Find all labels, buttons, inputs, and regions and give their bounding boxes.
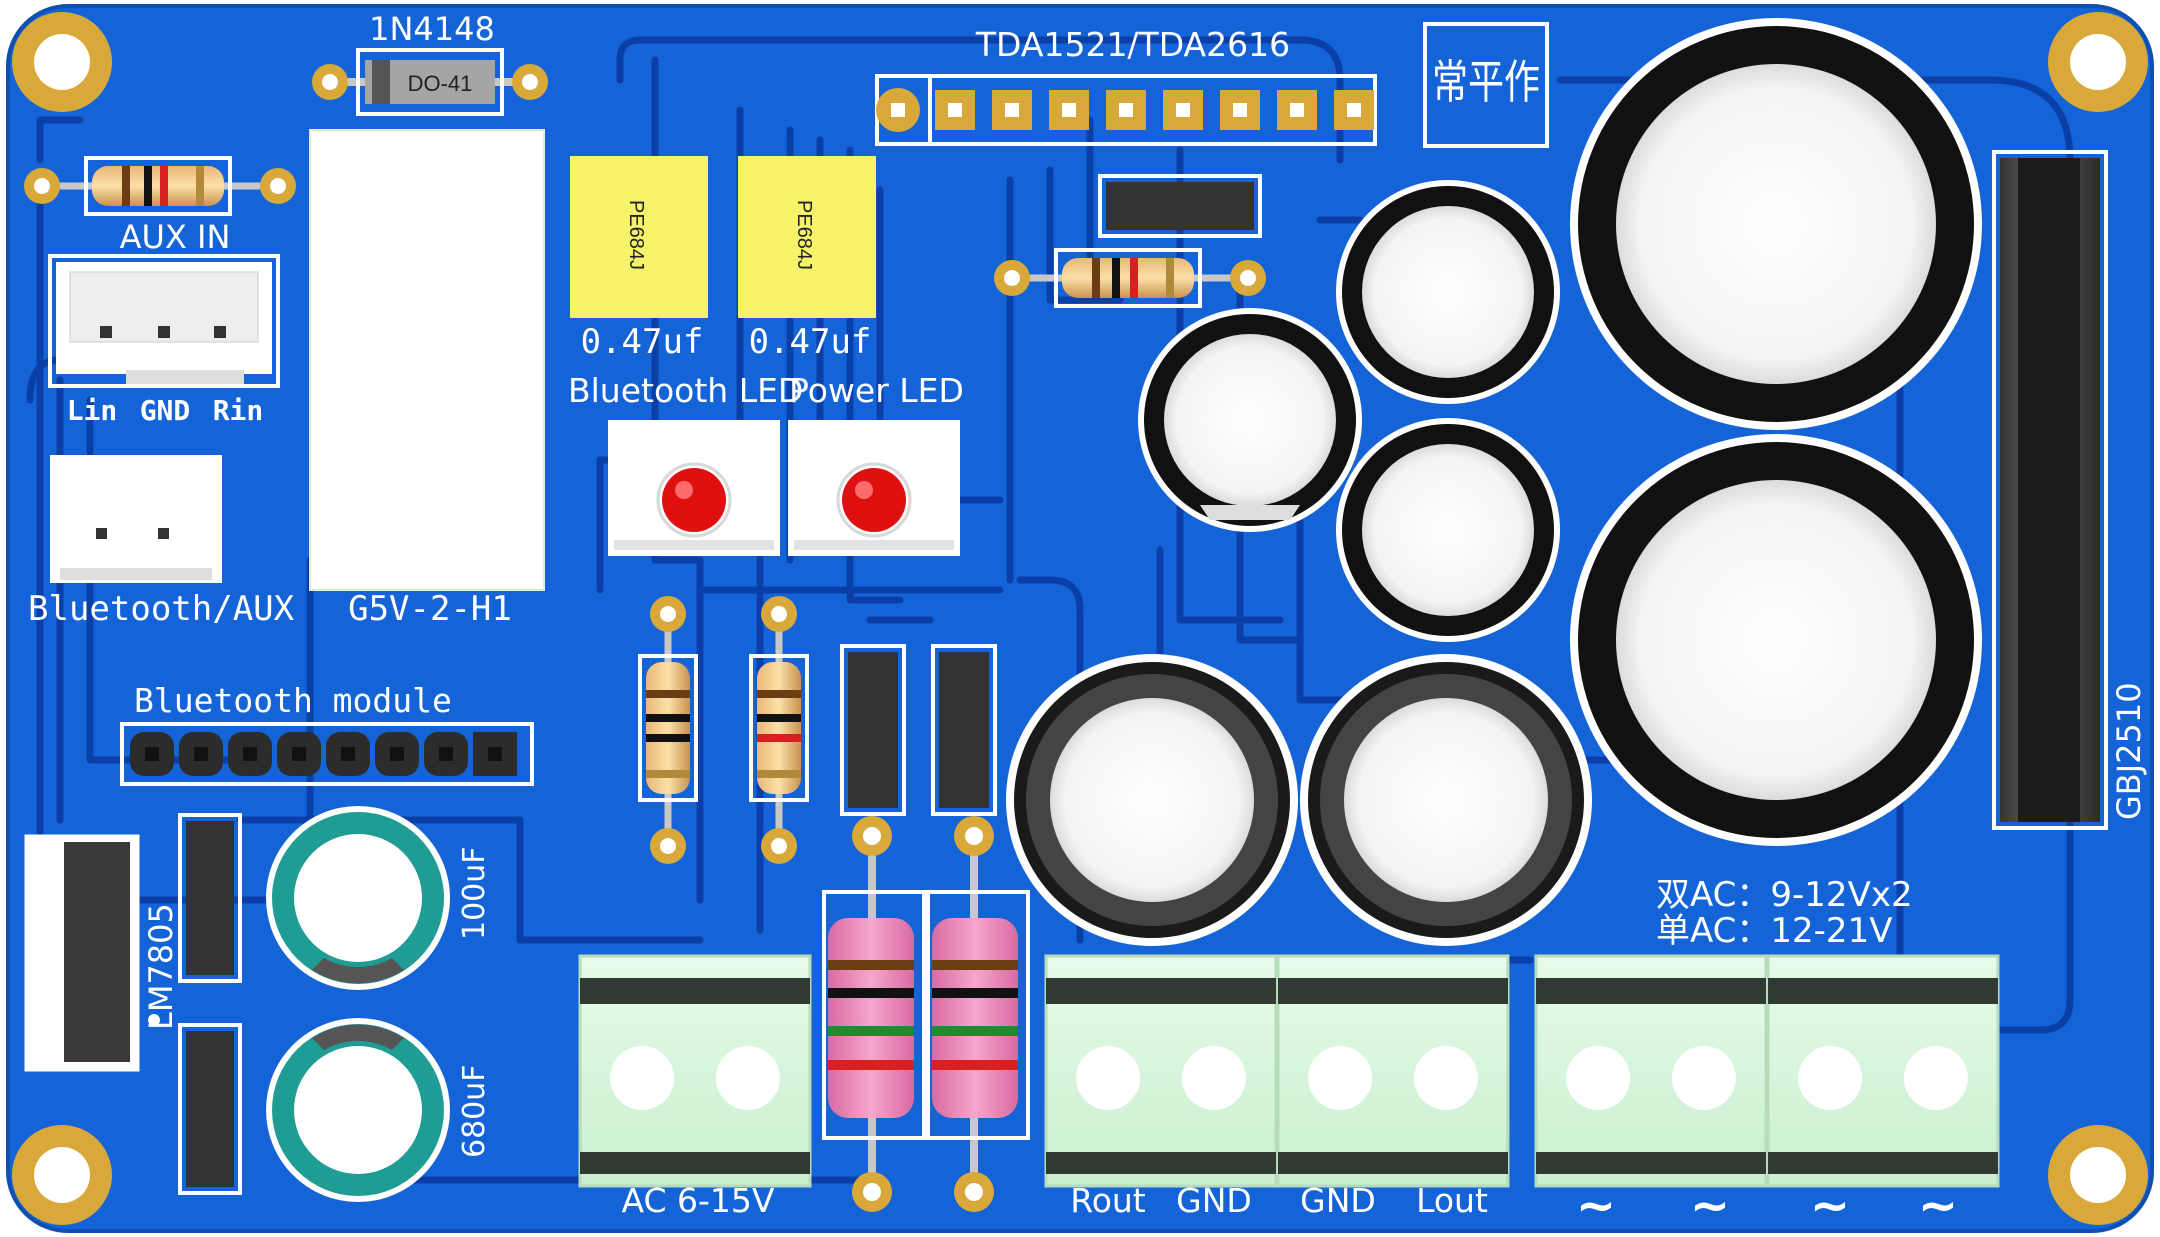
mount-hole-top-left bbox=[12, 12, 112, 112]
smd-left-1 bbox=[178, 813, 242, 983]
maker-logo: 常平作 bbox=[1423, 22, 1549, 148]
film-capacitor-2: PE684J bbox=[738, 156, 876, 318]
logo-text: 常平作 bbox=[1432, 55, 1540, 109]
cap-680uf-label: 680uF bbox=[457, 1064, 492, 1158]
bt-module-label: Bluetooth module bbox=[134, 681, 452, 720]
bt-header-pin bbox=[473, 732, 517, 776]
bt-header-pin bbox=[375, 732, 419, 776]
ic-pin bbox=[876, 88, 920, 132]
bt-header-pin bbox=[179, 732, 223, 776]
mount-hole-top-right bbox=[2048, 12, 2148, 112]
ic-pin bbox=[1106, 90, 1146, 130]
screw-terminal bbox=[1276, 954, 1510, 1188]
mounting-holes bbox=[12, 12, 2148, 1225]
smd-left-2 bbox=[178, 1023, 242, 1195]
electrolytic-cap-small-1 bbox=[1138, 308, 1362, 532]
film-capacitor-1: PE684J bbox=[570, 156, 708, 318]
terminal-blocks bbox=[578, 954, 2000, 1188]
resistor-aux-in bbox=[24, 156, 296, 216]
bridge-rectifier bbox=[1992, 150, 2108, 830]
diode-ref-label: 1N4148 bbox=[369, 10, 495, 48]
smd-middle-2 bbox=[931, 644, 997, 816]
terminal-label-gnd-left: GND bbox=[1300, 1181, 1376, 1220]
bt-header-pin bbox=[228, 732, 272, 776]
bt-header-pin bbox=[277, 732, 321, 776]
diode-1n4148: 1N4148 DO-41 bbox=[312, 10, 548, 116]
header-pin-gnd: GND bbox=[140, 394, 191, 427]
terminal-label-ac-tilde-4: ~ bbox=[1918, 1178, 1958, 1234]
rectifier-label: GBJ2510 bbox=[2110, 682, 2148, 820]
electrolytic-cap-large-1 bbox=[1570, 18, 1982, 430]
smd-middle-1 bbox=[840, 644, 906, 816]
screw-terminal bbox=[1534, 954, 1768, 1188]
regulator-lm7805 bbox=[24, 834, 140, 1072]
smd-component-top bbox=[1098, 174, 1262, 238]
led-power bbox=[788, 420, 960, 556]
film-cap-2-body: PE684J bbox=[793, 200, 815, 270]
cap-100uf bbox=[266, 806, 450, 990]
power-resistor-2 bbox=[926, 816, 1030, 1212]
terminal-label-ac-tilde-3: ~ bbox=[1810, 1178, 1850, 1234]
terminal-label-gnd-right: GND bbox=[1176, 1181, 1252, 1220]
terminal-label-ac-in: AC 6-15V bbox=[622, 1181, 775, 1220]
cap-680uf bbox=[266, 1018, 450, 1202]
film-cap-1-value: 0.47uf bbox=[581, 322, 704, 362]
led-bluetooth bbox=[608, 420, 780, 556]
power-resistor-1 bbox=[822, 816, 926, 1212]
header-pin-lin: Lin bbox=[67, 394, 118, 427]
supply-note-dual: 双AC：9-12Vx2 bbox=[1656, 875, 1913, 915]
electrolytic-cap-small-2 bbox=[1336, 180, 1560, 404]
led-label-bluetooth: Bluetooth LED bbox=[568, 371, 803, 410]
bt-header-pin bbox=[130, 732, 174, 776]
regulator-pin1-marker bbox=[148, 1014, 160, 1026]
regulator-label: LM7805 bbox=[142, 903, 180, 1030]
bt-module-header bbox=[120, 722, 534, 786]
supply-note-single: 单AC：12-21V bbox=[1656, 911, 1892, 951]
terminal-label-lout: Lout bbox=[1416, 1181, 1488, 1220]
diode-package-label: DO-41 bbox=[408, 71, 473, 96]
chip-footprint-label: TDA1521/TDA2616 bbox=[975, 25, 1290, 64]
header-pin-rin: Rin bbox=[213, 394, 264, 427]
electrolytic-cap-large-2 bbox=[1570, 434, 1982, 846]
ic-pin bbox=[1277, 90, 1317, 130]
relay-label: G5V-2-H1 bbox=[348, 589, 512, 629]
bt-aux-connector bbox=[50, 455, 222, 583]
bt-header-pin bbox=[424, 732, 468, 776]
terminal-label-ac-tilde-2: ~ bbox=[1690, 1178, 1730, 1234]
ic-pin bbox=[1163, 90, 1203, 130]
screw-terminal bbox=[1044, 954, 1278, 1188]
electrolytic-cap-grey-2 bbox=[1300, 654, 1592, 946]
cap-100uf-label: 100uF bbox=[457, 846, 492, 940]
ic-pin bbox=[1334, 90, 1374, 130]
electrolytic-cap-grey-1 bbox=[1006, 654, 1298, 946]
relay-g5v bbox=[309, 129, 545, 591]
screw-terminal bbox=[578, 954, 812, 1188]
resistor-vertical-1 bbox=[638, 596, 698, 864]
ic-pin bbox=[1220, 90, 1260, 130]
aux-in-label: AUX IN bbox=[120, 218, 231, 256]
terminal-label-rout: Rout bbox=[1070, 1181, 1146, 1220]
terminal-label-ac-tilde-1: ~ bbox=[1576, 1178, 1616, 1234]
mount-hole-bottom-left bbox=[12, 1125, 112, 1225]
ic-pin bbox=[992, 90, 1032, 130]
resistor-upper-middle bbox=[994, 248, 1266, 308]
amp-ic-footprint bbox=[875, 74, 1377, 146]
electrolytic-cap-small-3 bbox=[1336, 418, 1560, 642]
film-cap-1-body: PE684J bbox=[625, 200, 647, 270]
audio-input-header bbox=[48, 254, 280, 388]
ic-pin bbox=[935, 90, 975, 130]
bt-header-pin bbox=[326, 732, 370, 776]
mount-hole-bottom-right bbox=[2048, 1125, 2148, 1225]
led-label-power: Power LED bbox=[789, 371, 964, 410]
bt-aux-label: Bluetooth/AUX bbox=[28, 589, 295, 629]
ic-pin bbox=[1049, 90, 1089, 130]
screw-terminal bbox=[1766, 954, 2000, 1188]
film-cap-2-value: 0.47uf bbox=[749, 322, 872, 362]
resistor-vertical-2 bbox=[749, 596, 809, 864]
